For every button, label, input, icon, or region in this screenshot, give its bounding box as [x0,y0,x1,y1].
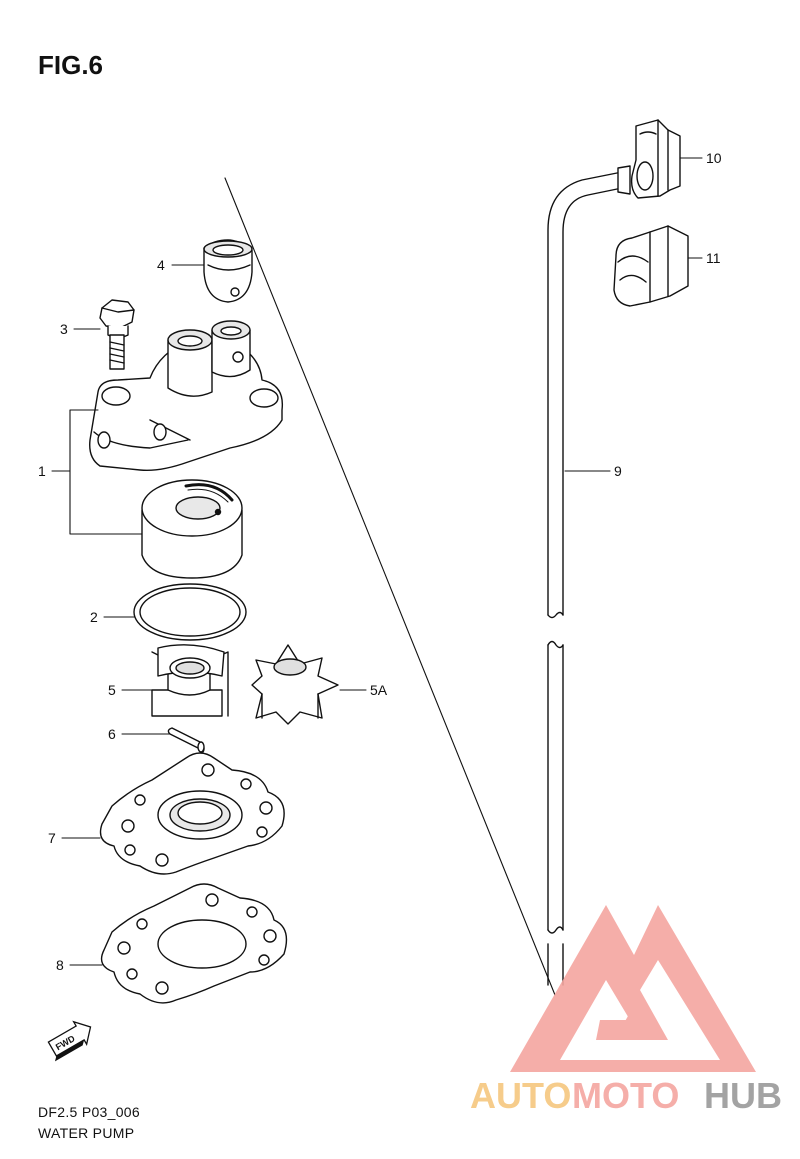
fwd-arrow-icon: FWD [47,1020,92,1062]
callout-5a: 5A [370,682,388,698]
part-1-bracket [69,409,143,535]
callout-7: 7 [48,830,56,846]
part-11-cap [613,225,689,307]
part-2-o-ring [133,583,247,641]
part-5-impeller [151,644,229,717]
callout-labels: 1 2 3 4 5 5A 6 7 8 9 10 11 [38,150,722,973]
watermark-auto: AUTO [470,1075,571,1116]
callout-11: 11 [706,250,721,266]
callout-3: 3 [60,321,68,337]
watermark-logo: AUTO MOTO HUB [470,905,782,1116]
part-1-liner [141,479,243,579]
part-1-pump-case [89,320,284,472]
figure-code: DF2.5 P03_006 [38,1104,140,1120]
part-8-gasket [100,883,288,1004]
callout-6: 6 [108,726,116,742]
figure-name: WATER PUMP [38,1125,135,1141]
assembly-guide-line [224,177,556,996]
part-10-grommet [630,119,681,199]
part-4-sleeve [203,239,253,303]
part-7-plate [99,752,285,875]
callout-9: 9 [614,463,622,479]
callout-5: 5 [108,682,116,698]
callout-10: 10 [706,150,722,166]
watermark-hub: HUB [704,1075,782,1116]
part-9-hose [547,165,631,986]
watermark-moto: MOTO [572,1075,679,1116]
callout-8: 8 [56,957,64,973]
leader-lines [51,157,703,966]
callout-1: 1 [38,463,46,479]
part-5a-impeller [251,644,339,725]
callout-2: 2 [90,609,98,625]
figure-title: FIG.6 [38,50,104,80]
callout-4: 4 [157,257,165,273]
part-6-pin [167,727,205,753]
part-3-bolt [99,299,135,370]
